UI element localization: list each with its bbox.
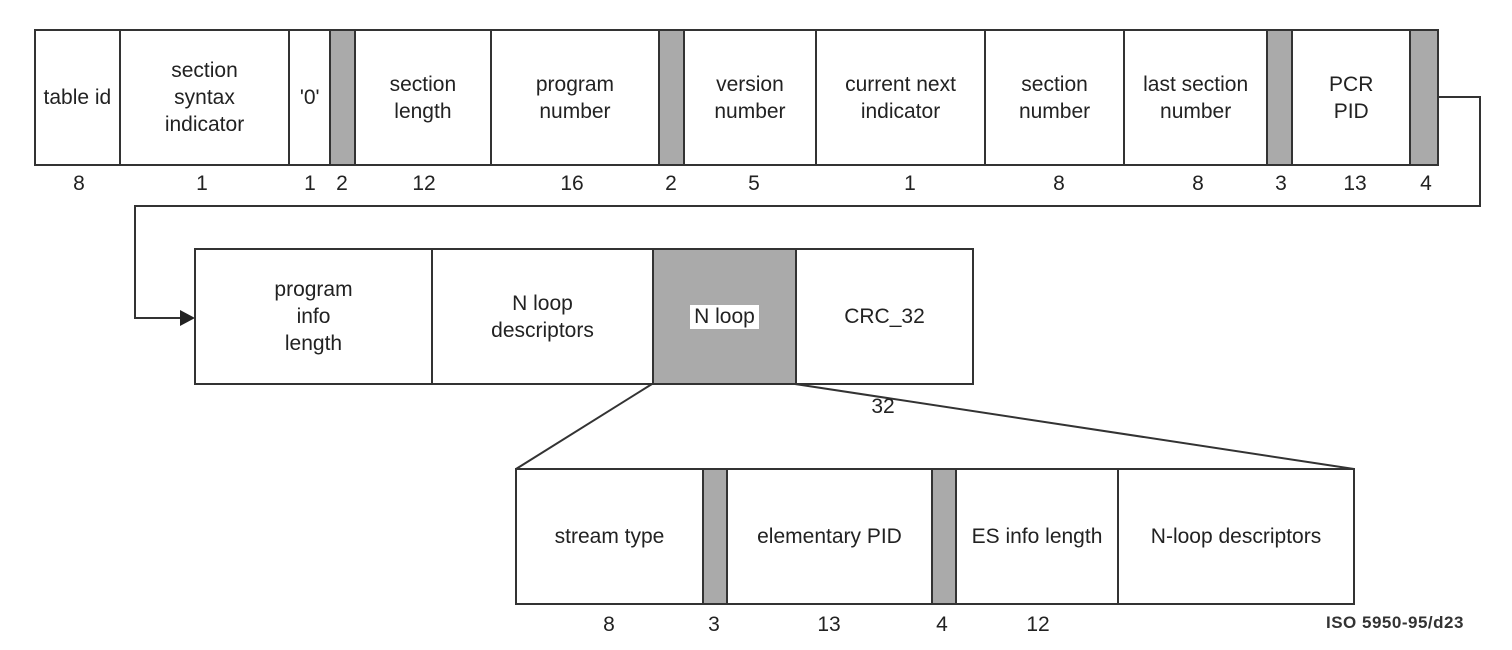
bits-last-section-number: 8 (1192, 172, 1204, 195)
field-label: N loop descriptors (491, 291, 594, 342)
field-label: program number (535, 72, 615, 123)
field-last-section-number: last section number (1125, 31, 1269, 164)
field-label: section length (389, 72, 457, 123)
field-stream-type: stream type (517, 470, 704, 603)
field-label: section number (1018, 72, 1091, 123)
field-reserved-5 (704, 470, 728, 603)
field-zero-bit: '0' (290, 31, 332, 164)
field-n-loop: N loop (654, 250, 797, 383)
bits-es-info-length: 12 (1026, 613, 1050, 636)
field-section-syntax-indicator: section syntax indicator (121, 31, 291, 164)
field-label: section syntax indicator (164, 59, 245, 136)
field-version-number: version number (685, 31, 817, 164)
figure-reference: ISO 5950-95/d23 (1326, 613, 1464, 632)
bits-section-number: 8 (1053, 172, 1065, 195)
bits-reserved-4: 4 (1420, 172, 1432, 195)
field-label: stream type (554, 525, 665, 548)
pmt-header-row: table id section syntax indicator '0' se… (34, 29, 1439, 166)
field-label: program info length (274, 278, 353, 355)
field-program-number: program number (492, 31, 661, 164)
field-table-id: table id (36, 31, 121, 164)
field-label: PCR PID (1329, 72, 1374, 123)
bits-version-number: 5 (748, 172, 760, 195)
field-section-number: section number (986, 31, 1125, 164)
bits-pcr-pid: 13 (1343, 172, 1367, 195)
field-n-loop-descriptors-es: N-loop descriptors (1119, 470, 1353, 603)
expand-line-left (515, 383, 653, 470)
bits-reserved-6: 4 (936, 613, 948, 636)
continuation-line (134, 96, 1481, 319)
field-label: N loop (690, 304, 759, 329)
field-label: current next indicator (845, 72, 956, 123)
pmt-body-row: program info length N loop descriptors N… (194, 248, 974, 385)
bits-stream-type: 8 (603, 613, 615, 636)
arrow-head-icon (180, 310, 195, 326)
field-pcr-pid: PCR PID (1293, 31, 1412, 164)
field-crc-32: CRC_32 (797, 250, 972, 383)
field-label: N-loop descriptors (1150, 525, 1322, 548)
field-reserved-2 (660, 31, 686, 164)
bits-elementary-pid: 13 (817, 613, 841, 636)
field-current-next-indicator: current next indicator (817, 31, 987, 164)
field-label: version number (714, 72, 786, 123)
bits-table-id: 8 (73, 172, 85, 195)
field-label: table id (43, 86, 112, 109)
field-section-length: section length (356, 31, 492, 164)
bits-section-length: 12 (412, 172, 436, 195)
field-label: ES info length (971, 525, 1103, 548)
bits-crc-32: 32 (871, 395, 895, 418)
field-label: CRC_32 (844, 305, 925, 328)
field-reserved-3 (1268, 31, 1294, 164)
bits-reserved-2: 2 (665, 172, 677, 195)
bits-reserved-5: 3 (708, 613, 720, 636)
bits-current-next-indicator: 1 (904, 172, 916, 195)
field-n-loop-descriptors: N loop descriptors (433, 250, 654, 383)
bits-reserved-3: 3 (1275, 172, 1287, 195)
expand-line-right (794, 383, 1355, 470)
field-label: '0' (299, 86, 320, 109)
bits-section-syntax-indicator: 1 (196, 172, 208, 195)
bits-zero-bit: 1 (304, 172, 316, 195)
bits-reserved-1: 2 (336, 172, 348, 195)
field-reserved-4 (1411, 31, 1437, 164)
field-reserved-1 (331, 31, 357, 164)
bits-program-number: 16 (560, 172, 584, 195)
field-label: elementary PID (757, 525, 902, 548)
field-elementary-pid: elementary PID (728, 470, 933, 603)
field-reserved-6 (933, 470, 957, 603)
n-loop-expansion-row: stream type elementary PID ES info lengt… (515, 468, 1355, 605)
field-program-info-length: program info length (196, 250, 433, 383)
field-es-info-length: ES info length (957, 470, 1119, 603)
field-label: last section number (1143, 72, 1249, 123)
